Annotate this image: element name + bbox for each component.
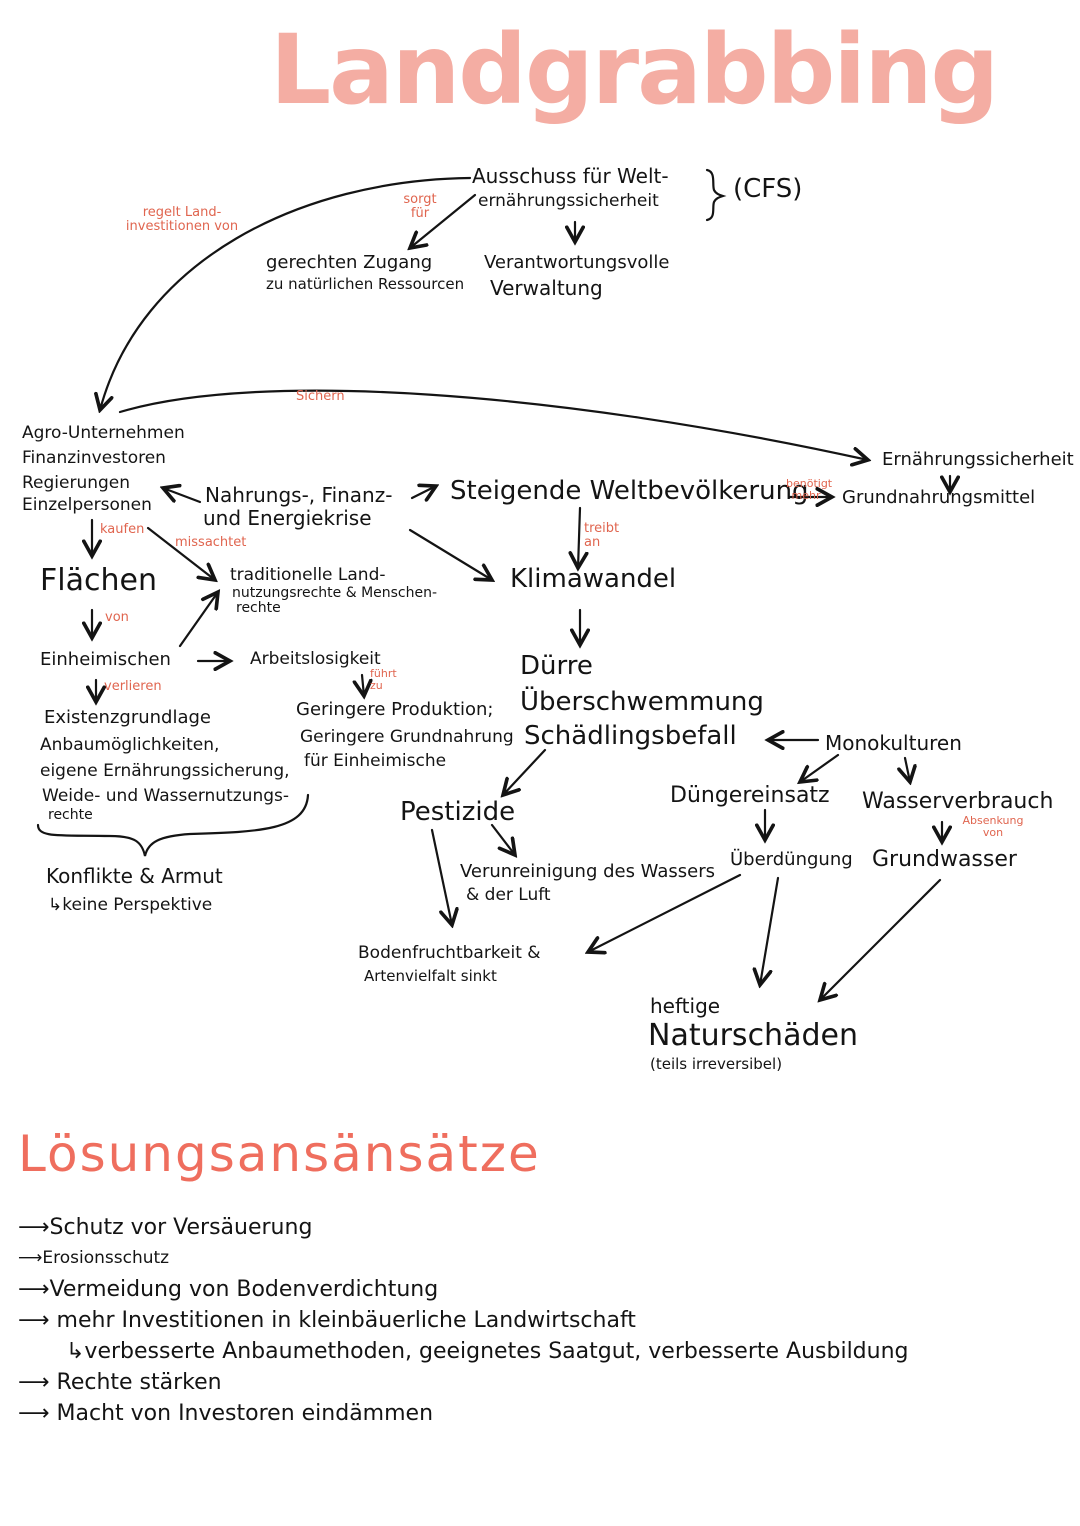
node-duengereinsatz: Düngereinsatz: [670, 783, 830, 808]
solution-subitem: ↳verbesserte Anbaumethoden, geeignetes S…: [66, 1339, 909, 1364]
node-konflikte-1: Konflikte & Armut: [46, 864, 223, 888]
existenz-line-4: Weide- und Wassernutzungs-: [42, 786, 289, 806]
node-ueberduengung: Überdüngung: [730, 849, 853, 870]
actor-regierungen: Regierungen: [22, 473, 131, 493]
cfs-abbreviation: (CFS): [733, 174, 803, 204]
page-title: Landgrabbing: [270, 14, 999, 126]
node-krise-2: und Energiekrise: [203, 506, 372, 530]
annotation-benoetigt: benötigt mehr: [786, 477, 833, 502]
annotation-absenkung: Absenkung von: [962, 814, 1024, 839]
node-krise-1: Nahrungs-, Finanz-: [205, 483, 393, 507]
node-rechte-1: traditionelle Land-: [230, 565, 386, 585]
solution-item: ⟶Vermeidung von Bodenverdichtung: [18, 1277, 439, 1302]
node-weltbevoelkerung: Steigende Weltbevölkerung: [450, 476, 809, 506]
annotation-kaufen: kaufen: [100, 522, 145, 537]
cfs-line-1: Ausschuss für Welt-: [472, 164, 669, 188]
annotation-verlieren: verlieren: [104, 679, 162, 694]
solution-item: ⟶ Rechte stärken: [18, 1370, 222, 1395]
node-einheimische: Einheimischen: [40, 649, 171, 670]
solution-item: ⟶Schutz vor Versäuerung: [18, 1215, 313, 1240]
actor-einzelpersonen: Einzelpersonen: [22, 495, 152, 515]
existenz-line-2: Anbaumöglichkeiten,: [40, 735, 220, 755]
solution-item: ⟶ Macht von Investoren eindämmen: [18, 1401, 434, 1426]
node-monokulturen: Monokulturen: [825, 731, 962, 755]
node-zugang-2: zu natürlichen Ressourcen: [266, 275, 465, 293]
annotation-sichern: Sichern: [296, 389, 345, 404]
node-klimawandel: Klimawandel: [510, 564, 677, 594]
node-zugang-1: gerechten Zugang: [266, 252, 433, 273]
node-rechte-2: nutzungsrechte & Menschen-: [232, 585, 438, 601]
node-boden-2: Artenvielfalt sinkt: [364, 967, 497, 985]
annotation-von: von: [105, 610, 129, 625]
node-rechte-3: rechte: [236, 600, 281, 616]
node-verwaltung-1: Verantwortungsvolle: [484, 252, 670, 273]
cfs-line-2: ernährungssicherheit: [478, 191, 659, 211]
annotation-sorgt: sorgt für: [403, 192, 437, 222]
actor-agro: Agro-Unternehmen: [22, 423, 185, 443]
node-wasserverbrauch: Wasserverbrauch: [862, 789, 1054, 814]
existenz-line-1: Existenzgrundlage: [44, 707, 211, 728]
node-pestizide: Pestizide: [400, 797, 516, 827]
actor-finanz: Finanzinvestoren: [22, 448, 166, 468]
produktion-line-3: für Einheimische: [304, 751, 447, 771]
annotation-treibt: treibt an: [584, 521, 620, 551]
solutions-list: ⟶Schutz vor Versäuerung ⟶Erosionsschutz …: [18, 1212, 909, 1429]
annotation-regelt: regelt Land- investitionen von: [125, 205, 239, 235]
node-verunreinigung-1: Verunreinigung des Wassers: [460, 861, 715, 882]
node-heftige: heftige: [650, 994, 721, 1018]
node-konflikte-2: ↳keine Perspektive: [48, 895, 213, 915]
node-flaechen: Flächen: [40, 563, 157, 598]
node-verunreinigung-2: & der Luft: [466, 885, 551, 905]
node-grundnahrungsmittel: Grundnahrungsmittel: [842, 487, 1036, 508]
node-verwaltung-2: Verwaltung: [490, 276, 603, 300]
node-schaedlingsbefall: Schädlingsbefall: [524, 721, 737, 751]
solutions-heading: Lösungsansänsätze: [18, 1125, 541, 1183]
annotation-fuehrt: führt zu: [370, 667, 397, 692]
produktion-line-1: Geringere Produktion;: [296, 699, 494, 720]
existenz-line-5: rechte: [48, 807, 93, 823]
node-ueberschwemmung: Überschwemmung: [520, 687, 764, 717]
node-duerre: Dürre: [520, 651, 593, 681]
solution-item: ⟶Erosionsschutz: [18, 1248, 170, 1268]
annotation-missachtet: missachtet: [175, 535, 247, 550]
node-arbeitslosigkeit: Arbeitslosigkeit: [250, 649, 381, 669]
node-naturschaeden-note: (teils irreversibel): [650, 1055, 783, 1073]
node-grundwasser: Grundwasser: [872, 847, 1017, 872]
solution-item: ⟶ mehr Investitionen in kleinbäuerliche …: [18, 1308, 636, 1333]
node-boden-1: Bodenfruchtbarkeit &: [358, 943, 541, 963]
node-naturschaeden: Naturschäden: [648, 1018, 858, 1053]
produktion-line-2: Geringere Grundnahrung: [300, 727, 514, 747]
existenz-line-3: eigene Ernährungssicherung,: [40, 761, 290, 781]
node-ernaehrungssicherheit: Ernährungssicherheit: [882, 449, 1074, 470]
